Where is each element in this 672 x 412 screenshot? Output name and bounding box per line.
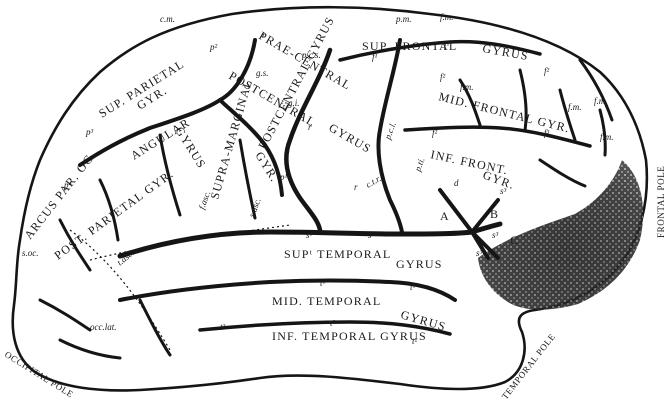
label-frontal-pole: FRONTAL POLE (656, 166, 666, 238)
label-area-a: A (440, 209, 450, 223)
label-f1b: f¹ (444, 40, 450, 50)
occipital-branches (38, 298, 172, 360)
label-r2: r (308, 122, 312, 132)
label-area-b: B (490, 207, 499, 221)
brain-outline (11, 5, 649, 392)
label-p2-top: p² (209, 42, 218, 52)
label-p4: p⁴ (63, 180, 72, 190)
inferior-frontal-sulcus (403, 125, 592, 148)
label-s3c: s³ (476, 248, 483, 258)
label-t2a: t² (330, 318, 336, 328)
label-d: d (454, 178, 459, 188)
label-sup-frontal: SUP. FRONTAL (362, 39, 457, 53)
label-r3: r (354, 182, 358, 192)
label-p1: p¹ (279, 172, 288, 182)
frontal-pole-branches (538, 58, 614, 188)
central-sulcus (284, 47, 333, 233)
sylvian-anterior-rami (438, 188, 500, 260)
postcentral-sulcus (78, 38, 257, 167)
label-area-c: C (510, 233, 519, 247)
label-t3: t³ (220, 322, 226, 332)
label-pm: p.m. (395, 14, 412, 24)
label-soc: s.oc. (22, 248, 39, 258)
label-fm-top: f.m. (440, 12, 454, 22)
label-fm3: f.m. (600, 132, 614, 142)
label-pcs: p.c.s. (301, 50, 321, 60)
superior-temporal-sulcus (118, 278, 457, 302)
intraparietal-sulcus (218, 98, 284, 197)
precentral-sulcus (376, 38, 404, 234)
label-r1: r (262, 30, 266, 40)
label-f2b: f² (544, 66, 550, 76)
label-s1: s¹ (306, 230, 313, 240)
label-gi: g.i. (288, 98, 300, 108)
label-s2: s² (368, 230, 375, 240)
mid-frontal-branches (458, 68, 607, 157)
inferior-temporal-sulcus (198, 320, 452, 336)
label-mid-temporal: MID. TEMPORAL (272, 294, 381, 308)
label-ftm: f.m. (594, 96, 608, 106)
label-f2a: f² (440, 72, 446, 82)
label-t1b: t¹ (410, 282, 416, 292)
label-s3a: s³ (500, 186, 507, 196)
dotted-boundary-1 (69, 229, 171, 351)
label-t1a: t¹ (320, 278, 326, 288)
label-f2c: f² (432, 128, 438, 138)
shaded-overlay (478, 160, 644, 310)
label-inf-temporal: INF. TEMPORAL GYRUS (272, 329, 427, 343)
superior-frontal-sulcus (338, 39, 542, 62)
label-fm2: f.m. (568, 102, 582, 112)
label-sup-temporal: SUPᵗ TEMPORAL (284, 247, 391, 261)
label-fm1: f.m. (460, 82, 474, 92)
label-p3: p³ (85, 127, 94, 137)
label-sup-temporal-gyrus: GYRUS (396, 257, 443, 271)
label-cm: c.m. (160, 14, 175, 24)
label-s3b: s³ (492, 230, 499, 240)
label-f1a: f¹ (372, 52, 378, 62)
angular-branches (58, 133, 257, 272)
label-occ-lat: occ.lat. (90, 322, 117, 332)
label-f3: f³ (544, 128, 550, 138)
label-gs: g.s. (256, 68, 269, 78)
label-pti: p.ti. (412, 156, 427, 174)
label-t2b: t² (412, 336, 418, 346)
